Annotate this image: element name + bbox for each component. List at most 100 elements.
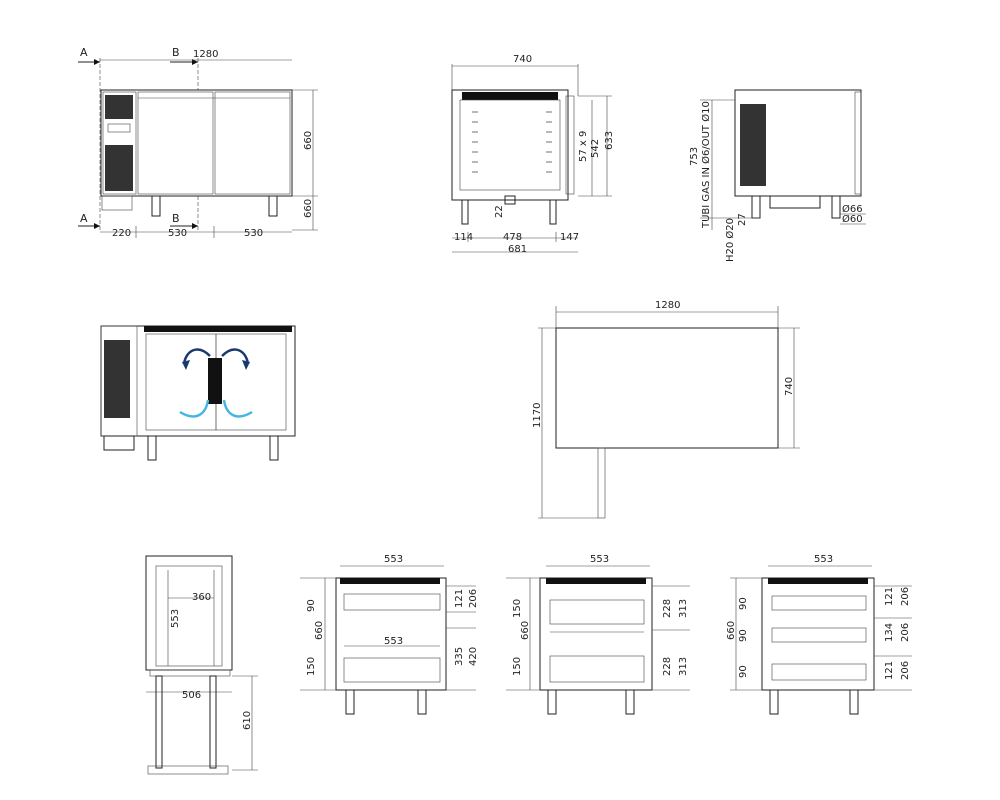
side-vent-grille bbox=[740, 104, 766, 186]
gas-pipes-note: TUBI GAS IN Ø6/OUT Ø10 bbox=[700, 101, 712, 229]
door-left bbox=[137, 91, 214, 195]
side-dim-27: 27 bbox=[737, 213, 748, 226]
section-a-label-bottom: A bbox=[80, 212, 88, 225]
drawer2-dim-313a: 313 bbox=[678, 599, 689, 618]
drawer2-dim-150b: 150 bbox=[512, 657, 523, 676]
section-dim-681: 681 bbox=[508, 244, 527, 255]
section-width-dim: 740 bbox=[513, 54, 532, 65]
drawer2-dim-150a: 150 bbox=[512, 599, 523, 618]
drawer3-width-dim: 553 bbox=[814, 554, 833, 565]
side-dia-66: Ø66 bbox=[842, 203, 863, 215]
drawer3-top bbox=[771, 595, 867, 611]
foot-right bbox=[268, 195, 278, 217]
drawer-view-1: 553 553 660 90 150 121 206 335 420 bbox=[300, 554, 479, 715]
drawer3-dim-206b: 206 bbox=[900, 623, 911, 642]
drawer1-body bbox=[335, 577, 447, 691]
side-dia-60: Ø60 bbox=[842, 213, 863, 225]
rack-slots bbox=[472, 111, 552, 173]
drawer-view-3: 553 660 90 90 90 121 206 134 206 121 206 bbox=[726, 554, 912, 715]
drawer2-top bbox=[549, 599, 645, 625]
top-extension bbox=[597, 447, 606, 519]
drawer1-top bbox=[343, 593, 441, 611]
drawer3-dim-90b: 90 bbox=[738, 629, 749, 642]
section-dim-147: 147 bbox=[560, 232, 579, 243]
rack-body bbox=[145, 555, 233, 671]
drawer3-dim-90a: 90 bbox=[738, 597, 749, 610]
airflow-return-left bbox=[179, 399, 210, 418]
drawer3-middle bbox=[771, 627, 867, 643]
vent-grille-top bbox=[105, 95, 133, 119]
control-box bbox=[101, 195, 133, 211]
front-width-dim: 1280 bbox=[193, 49, 218, 60]
section-body bbox=[451, 89, 569, 201]
evaporator-fan bbox=[208, 358, 222, 404]
front-dim-530a: 530 bbox=[168, 228, 187, 239]
section-view: 740 542 633 57 x 9 bbox=[451, 54, 615, 255]
airflow-vent-grille bbox=[104, 340, 130, 418]
rack-view: 360 553 506 610 bbox=[145, 555, 258, 775]
drawer3-bottom bbox=[771, 663, 867, 681]
drawer1-dim-150: 150 bbox=[306, 657, 317, 676]
section-dim-114: 114 bbox=[454, 232, 473, 243]
water-pipe-note: H20 Ø20 bbox=[724, 218, 736, 262]
section-dim-478: 478 bbox=[503, 232, 522, 243]
drawer1-dim-206: 206 bbox=[468, 589, 479, 608]
section-b-label: B bbox=[172, 46, 180, 59]
drawer2-dim-228a: 228 bbox=[662, 599, 673, 618]
section-dim-542: 542 bbox=[590, 139, 601, 158]
drawer3-dim-134: 134 bbox=[884, 623, 895, 642]
drawer2-total-dim: 660 bbox=[520, 621, 531, 640]
front-dim-530b: 530 bbox=[244, 228, 263, 239]
drawer1-dim-335: 335 bbox=[454, 647, 465, 666]
drawer2-body bbox=[539, 577, 653, 691]
drawer1-total-dim: 660 bbox=[314, 621, 325, 640]
drawer3-body bbox=[761, 577, 875, 691]
drawer2-dim-228b: 228 bbox=[662, 657, 673, 676]
rack-dim-506: 506 bbox=[182, 690, 201, 701]
side-height-dim: 753 bbox=[689, 147, 700, 166]
airflow-arrow-left bbox=[182, 348, 211, 365]
top-depth-dim: 740 bbox=[784, 377, 795, 396]
drawer2-bottom bbox=[549, 655, 645, 683]
section-a-label: A bbox=[80, 46, 88, 59]
drawer3-dim-121b: 121 bbox=[884, 661, 895, 680]
door-right bbox=[214, 91, 291, 195]
airflow-body bbox=[100, 325, 296, 437]
drawer2-dim-313b: 313 bbox=[678, 657, 689, 676]
drawer1-bottom bbox=[343, 657, 441, 683]
foot-left bbox=[151, 195, 161, 217]
vent-grille-bottom bbox=[105, 145, 133, 191]
section-dim-57x9: 57 x 9 bbox=[578, 131, 589, 162]
drawer2-width-dim: 553 bbox=[590, 554, 609, 565]
drawer3-dim-206c: 206 bbox=[900, 661, 911, 680]
side-view: 753 TUBI GAS IN Ø6/OUT Ø10 H20 Ø20 27 Ø6… bbox=[689, 89, 866, 262]
drawer3-total-dim: 660 bbox=[726, 621, 737, 640]
airflow-view bbox=[100, 325, 296, 461]
front-view: A B A B 1280 bbox=[78, 46, 318, 239]
drawer3-dim-121a: 121 bbox=[884, 587, 895, 606]
front-body-height-dim: 660 bbox=[303, 199, 314, 218]
section-dim-633: 633 bbox=[604, 131, 615, 150]
airflow-return-right bbox=[222, 399, 253, 418]
rack-dim-360: 360 bbox=[192, 592, 211, 603]
drawer1-dim-121: 121 bbox=[454, 589, 465, 608]
drawer1-mid-dim: 553 bbox=[384, 636, 403, 647]
drawer3-dim-206a: 206 bbox=[900, 587, 911, 606]
top-width-dim: 1280 bbox=[655, 300, 680, 311]
drawer1-dim-90: 90 bbox=[306, 599, 317, 612]
drawer-view-2: 553 660 150 150 228 313 228 313 bbox=[506, 554, 690, 715]
front-height-dim: 660 bbox=[303, 131, 314, 150]
drawer1-dim-420: 420 bbox=[468, 647, 479, 666]
rack-dim-553: 553 bbox=[170, 609, 181, 628]
section-dim-22: 22 bbox=[494, 205, 505, 218]
drawer3-dim-90c: 90 bbox=[738, 665, 749, 678]
section-b-label-bottom: B bbox=[172, 212, 180, 225]
top-total-dim: 1170 bbox=[532, 403, 543, 428]
drawer1-width-dim: 553 bbox=[384, 554, 403, 565]
rack-dim-610: 610 bbox=[242, 711, 253, 730]
top-outline bbox=[555, 327, 779, 449]
top-view: 1280 740 1170 bbox=[532, 300, 800, 519]
airflow-arrow-right bbox=[221, 348, 250, 365]
front-dim-220: 220 bbox=[112, 228, 131, 239]
